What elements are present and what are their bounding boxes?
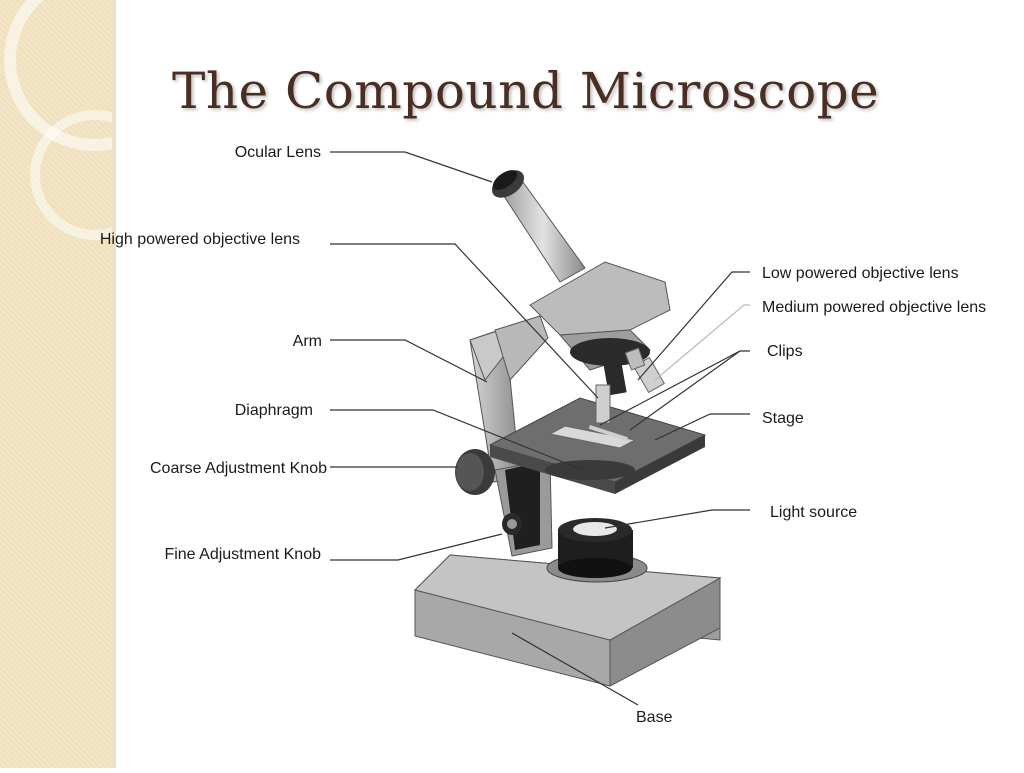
base-leader-line: [511, 632, 639, 706]
fine-knob-leader-line: [330, 533, 503, 561]
label-diaphragm: Diaphragm: [234, 402, 313, 419]
label-low-powered-objective-lens: Low powered objective lens: [762, 265, 959, 282]
stage-part: [488, 397, 707, 494]
high-power-leader-line: [330, 243, 599, 399]
head-part: [529, 261, 671, 371]
arm-leader-line: [330, 339, 488, 383]
label-stage: Stage: [762, 410, 804, 427]
low-power-leader-line: [637, 271, 750, 381]
label-arm: Arm: [292, 333, 322, 350]
ocular-leader-line: [330, 151, 493, 183]
light-source-part: [546, 518, 648, 583]
clips-leader-line-2: [629, 350, 741, 431]
light-source-leader-line: [604, 509, 750, 529]
label-fine-adjustment-knob: Fine Adjustment Knob: [164, 546, 321, 563]
label-coarse-adjustment-knob: Coarse Adjustment Knob: [150, 460, 327, 477]
label-ocular-lens: Ocular Lens: [234, 144, 321, 161]
leader-lines: [330, 151, 750, 706]
objectives-part: [595, 347, 665, 424]
stage-leader-line: [654, 413, 750, 441]
ocular-tube-part: [491, 170, 586, 283]
label-high-powered-objective-lens: High powered objective lens: [99, 231, 300, 248]
label-clips: Clips: [767, 343, 803, 360]
medium-power-leader-line: [654, 304, 750, 381]
fine-knob-part: [502, 513, 522, 535]
base-part: [413, 554, 722, 687]
label-base: Base: [636, 709, 673, 726]
side-divider: [112, 0, 116, 768]
slide-title: The Compound Microscope: [172, 62, 880, 120]
label-medium-powered-objective-lens: Medium powered objective lens: [762, 299, 987, 316]
diaphragm-leader-line: [330, 409, 584, 471]
label-light-source: Light source: [770, 504, 858, 521]
coarse-knob-part: [455, 449, 495, 495]
